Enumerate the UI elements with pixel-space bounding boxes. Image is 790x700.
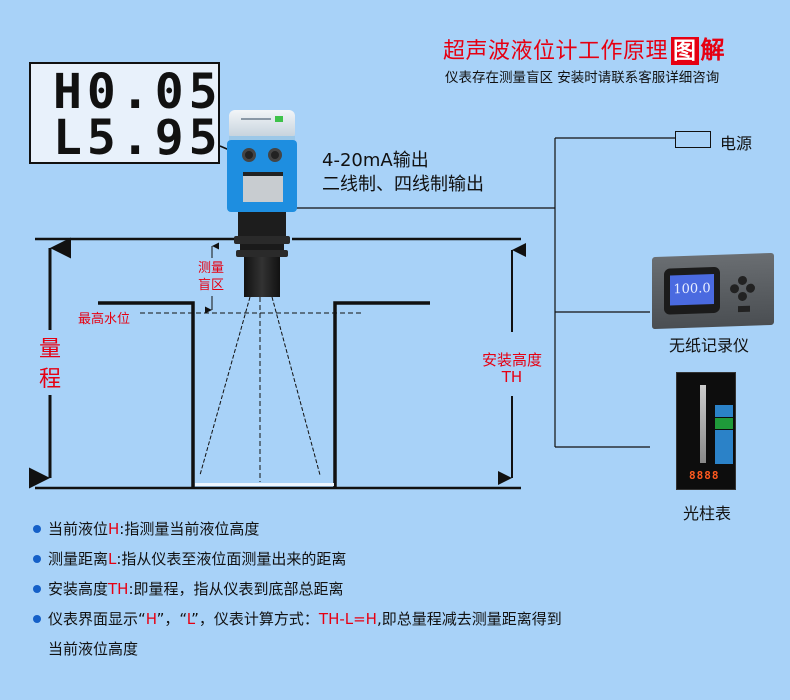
title-suffix: 解 <box>700 36 726 64</box>
cable-gland-icon <box>268 148 282 162</box>
bar-meter-digits: 8888 <box>689 469 720 482</box>
max-level-label: 最高水位 <box>78 312 131 327</box>
paperless-recorder-label: 无纸记录仪 <box>669 336 750 355</box>
note-highlight: H <box>145 610 157 628</box>
blind-zone-line-1: 测量 <box>198 261 225 276</box>
note-highlight: TH <box>108 580 129 598</box>
page-title: 超声波液位计工作原理图解 <box>443 30 725 65</box>
note-formula: TH-L=H <box>318 610 377 628</box>
note-text: ”，“ <box>156 610 187 628</box>
recorder-screen: 100.0 <box>670 273 714 306</box>
install-height-label: 安装高度 TH <box>470 352 554 386</box>
title-badge: 图 <box>671 37 699 65</box>
note-highlight: L <box>186 610 192 628</box>
note-highlight: H <box>108 520 120 538</box>
note-calculation-continued: 当前液位高度 <box>30 634 562 664</box>
note-text: 安装高度 <box>48 580 109 598</box>
note-measured-distance: 测量距离L:指从仪表至液位面测量出来的距离 <box>30 544 562 574</box>
wiring-mode-label: 二线制、四线制输出 <box>322 174 484 195</box>
output-signal-label: 4-20mA输出 <box>322 150 429 171</box>
note-text: 当前液位高度 <box>48 640 139 658</box>
bullet-icon <box>33 555 41 563</box>
sensor-cap <box>229 110 295 136</box>
note-current-level: 当前液位H:指测量当前液位高度 <box>30 514 562 544</box>
cable-gland-icon <box>242 148 256 162</box>
lcd-line-l: L5.95 <box>53 110 223 166</box>
blind-zone-line-2: 盲区 <box>198 278 225 293</box>
install-height-text: 安装高度 <box>481 351 542 369</box>
lcd-line-h: H0.05 <box>53 64 223 120</box>
note-highlight: L <box>108 550 117 568</box>
note-calculation: 仪表界面显示“H”，“L”，仪表计算方式：TH-L=H,即总量程减去测量距离得到 <box>30 604 562 634</box>
bullet-icon <box>33 525 41 533</box>
range-char-1: 量 <box>39 337 62 362</box>
sensor-display-window <box>243 172 283 202</box>
ultrasonic-sensor <box>226 110 298 300</box>
note-text: 仪表界面显示“ <box>48 610 146 628</box>
range-label: 量 程 <box>39 335 62 395</box>
power-label: 电源 <box>720 134 753 153</box>
note-text: :指从仪表至液位面测量出来的距离 <box>116 550 347 568</box>
blind-zone-label: 测量 盲区 <box>198 260 224 294</box>
explanation-notes: 当前液位H:指测量当前液位高度 测量距离L:指从仪表至液位面测量出来的距离 安装… <box>30 514 562 664</box>
note-text: ,即总量程减去测量距离得到 <box>376 610 562 628</box>
note-install-height: 安装高度TH:即量程，指从仪表到底部总距离 <box>30 574 562 604</box>
note-text: ”，仪表计算方式： <box>191 610 319 628</box>
lcd-display: H0.05 L5.95 <box>29 62 220 164</box>
paperless-recorder: 100.0 <box>652 252 774 330</box>
bar-graph-meter: 8888 <box>676 372 736 490</box>
title-text: 超声波液位计工作原理 <box>443 39 669 64</box>
note-text: 测量距离 <box>48 550 109 568</box>
bar-graph-meter-label: 光柱表 <box>683 504 732 523</box>
subtitle: 仪表存在测量盲区 安装时请联系客服详细咨询 <box>445 70 720 86</box>
note-text: :指测量当前液位高度 <box>119 520 260 538</box>
install-height-abbr: TH <box>501 368 523 386</box>
bullet-icon <box>33 615 41 623</box>
range-char-2: 程 <box>39 367 62 392</box>
note-text: 当前液位 <box>48 520 109 538</box>
bullet-icon <box>33 585 41 593</box>
power-supply-box <box>675 131 711 148</box>
sensor-body <box>227 140 297 212</box>
note-text: :即量程，指从仪表到底部总距离 <box>128 580 344 598</box>
